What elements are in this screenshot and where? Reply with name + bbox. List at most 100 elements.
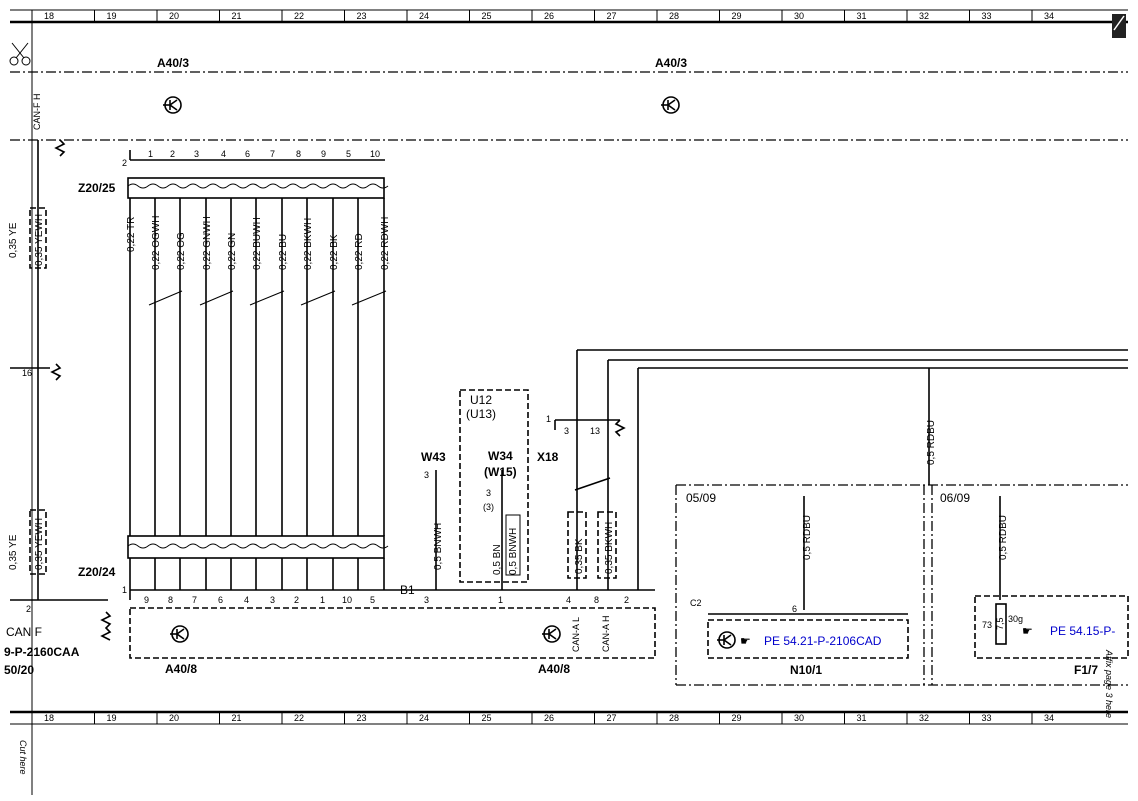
affix-note: Affix page 3 here (1104, 649, 1114, 718)
page-marker-icon (1112, 14, 1126, 38)
ruler-column-label: 27 (607, 713, 617, 723)
z20-25-label: Z20/25 (78, 181, 116, 195)
fuse-pin-73: 73 (982, 620, 992, 630)
control-unit-icon (542, 625, 561, 643)
pe-n10-link[interactable]: PE 54.21-P-2106CAD (764, 634, 882, 648)
top-connector-pin: 3 (194, 149, 199, 159)
ruler-column-label: 21 (232, 11, 242, 21)
b1-pin-3: 3 (424, 595, 429, 605)
left-yewh-bottom: 0,35 YEWH (34, 518, 45, 570)
x18-label: X18 (537, 450, 559, 464)
left-yewh-top: 0,35 YEWH (34, 214, 45, 266)
twisted-pair-mark (148, 290, 183, 306)
ruler-column-label: 20 (169, 713, 179, 723)
wire-label: 0,22 BUWH (252, 217, 263, 270)
w34-wire-bnwh: 0,5 BNWH (508, 528, 519, 575)
ruler-column-label: 33 (982, 11, 992, 21)
w43-pin: 3 (424, 470, 429, 480)
wire-label: 0,22 RDWH (380, 217, 391, 270)
twisted-pair-mark (351, 290, 387, 306)
fuse-rating: 7,5 (995, 617, 1005, 630)
u12-box (459, 389, 529, 583)
ruler-column-label: 31 (857, 11, 867, 21)
wire-label: 0,22 GNWH (202, 216, 213, 270)
twisted-pair-mark (249, 290, 285, 306)
pointing-hand-icon: ☛ (1022, 624, 1033, 638)
ref-0609: 06/09 (940, 491, 970, 505)
fuse-30g: 30g (1008, 614, 1023, 624)
w34-pin: 3 (486, 488, 491, 498)
a40-8-label-right: A40/8 (538, 662, 570, 676)
rdbu-n10-label: 0,5 RDBU (802, 515, 813, 560)
twisted-pair-mark (300, 290, 336, 306)
ruler-column-label: 18 (44, 11, 54, 21)
left-pin-16: 16 (22, 368, 32, 378)
z20-25-pin: 2 (122, 158, 127, 168)
a40-8-label-left: A40/8 (165, 662, 197, 676)
c2-label: C2 (690, 598, 702, 608)
bottom-connector-pin: 10 (342, 595, 352, 605)
top-connector-pin: 8 (296, 149, 301, 159)
a40-8-pin-2: 2 (624, 595, 629, 605)
ruler-column-label: 21 (232, 713, 242, 723)
scissors-icon (9, 42, 31, 66)
u13-label: (U13) (466, 407, 496, 421)
n10-pin: 6 (792, 604, 797, 614)
left-ye-top: 0,35 YE (8, 222, 19, 258)
a40-8-pin-8: 8 (594, 595, 599, 605)
top-connector-pin: 9 (321, 149, 326, 159)
bottom-connector-pin: 5 (370, 595, 375, 605)
control-unit-icon (170, 625, 189, 643)
bottom-connector-pin: 2 (294, 595, 299, 605)
n10-1-housing (707, 619, 909, 659)
rdbu-f1-label: 0,5 RDBU (998, 515, 1009, 560)
pe-f1-link[interactable]: PE 54.15-P- (1050, 624, 1115, 638)
a40-8-housing (129, 607, 656, 659)
ruler-column-label: 34 (1044, 11, 1054, 21)
ruler-column-label: 29 (732, 11, 742, 21)
control-unit-icon (717, 631, 736, 649)
ruler-column-label: 26 (544, 11, 554, 21)
x18-pin-3: 3 (564, 426, 569, 436)
ruler-column-label: 24 (419, 11, 429, 21)
f1-7-label: F1/7 (1074, 663, 1098, 677)
w15-label: (W15) (484, 465, 517, 479)
ruler-column-label: 19 (107, 713, 117, 723)
twisted-pair-mark (199, 290, 234, 306)
top-connector-pin: 1 (148, 149, 153, 159)
x18-pin-13: 13 (590, 426, 600, 436)
bottom-connector-pin: 4 (244, 595, 249, 605)
ruler-column-label: 25 (482, 713, 492, 723)
ruler-column-label: 19 (107, 11, 117, 21)
ruler-column-label: 33 (982, 713, 992, 723)
u12-label: U12 (470, 393, 492, 407)
fuse-icon (995, 603, 1007, 645)
bottom-connector-pin: 8 (168, 595, 173, 605)
ruler-column-label: 28 (669, 11, 679, 21)
a40-3-label-left: A40/3 (157, 56, 189, 70)
ruler-column-label: 34 (1044, 713, 1054, 723)
bottom-connector-pin: 7 (192, 595, 197, 605)
ruler-column-label: 30 (794, 11, 804, 21)
a40-3-label-right: A40/3 (655, 56, 687, 70)
ref-left-link[interactable]: 9-P-2160CAA (4, 645, 80, 659)
ruler-column-label: 27 (607, 11, 617, 21)
wire-label: 0,22 BK (329, 234, 340, 270)
wire-label: 0,22 TR (126, 217, 137, 252)
w43-wire-label: 0,5 BNWH (433, 523, 444, 570)
z20-24-pin: 1 (122, 585, 127, 595)
wire-label: 0,22 GN (227, 233, 238, 270)
wire-label: 0,22 BU (278, 234, 289, 270)
ruler-column-label: 26 (544, 713, 554, 723)
b1-pin-1: 1 (498, 595, 503, 605)
w43-label: W43 (421, 450, 446, 464)
ruler-column-label: 23 (357, 11, 367, 21)
rdbu-top-label: 0,5 RDBU (926, 420, 937, 465)
left-ye-bottom: 0,35 YE (8, 534, 19, 570)
wire-label: 0,22 BKWH (303, 218, 314, 270)
can-al-label: CAN-A L (571, 617, 581, 652)
ruler-column-label: 22 (294, 11, 304, 21)
top-connector-pin: 7 (270, 149, 275, 159)
ruler-column-label: 20 (169, 11, 179, 21)
